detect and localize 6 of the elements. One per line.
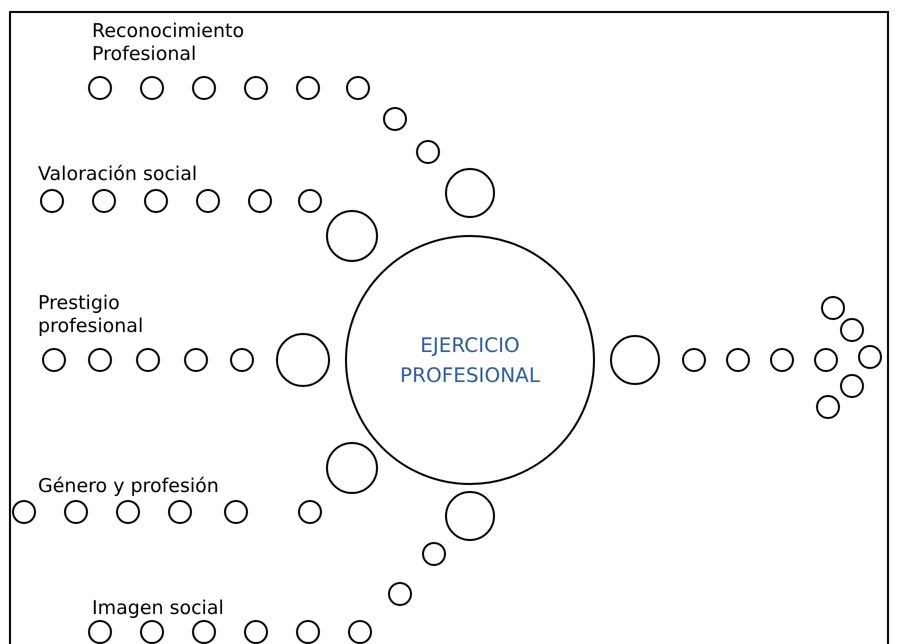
- category-label: Reconocimiento Profesional: [92, 20, 246, 66]
- category-label: Valoración social: [38, 163, 198, 186]
- node-label: EJERCICIO PROFESIONAL: [399, 332, 541, 389]
- category-label: Género y profesión: [38, 475, 220, 498]
- category-label: Imagen social: [92, 597, 225, 620]
- category-label: Prestigio profesional: [38, 292, 144, 338]
